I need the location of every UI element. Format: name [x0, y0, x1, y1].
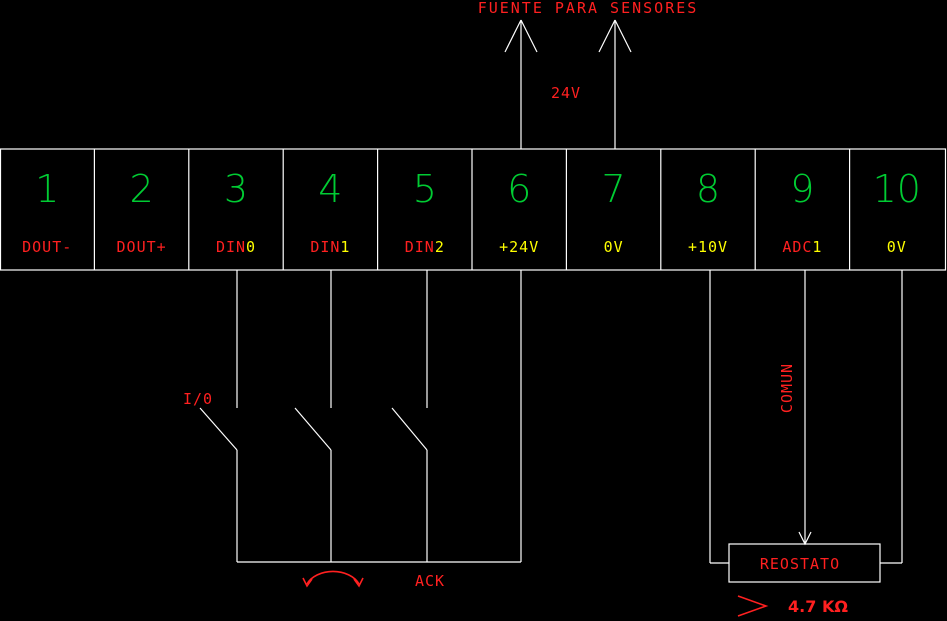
terminal-label-1: DOUT- [22, 238, 72, 256]
terminal-label-6: +24V [499, 238, 539, 256]
terminal-block-frame [0, 148, 947, 271]
terminal-number-4: 4 [318, 167, 342, 211]
terminal-label-3: DIN0 [216, 238, 256, 256]
switch-io-label: I/0 [183, 390, 213, 408]
terminal-label-8: +10V [688, 238, 728, 256]
terminal-number-7: 7 [602, 167, 626, 211]
supply-arrow-left [504, 19, 538, 149]
digital-input-wiring [199, 270, 522, 563]
ack-label: ACK [415, 572, 445, 590]
terminal-number-9: 9 [790, 167, 814, 211]
switch-din1 [294, 407, 332, 451]
terminal-number-2: 2 [130, 167, 154, 211]
analog-wiring [709, 270, 903, 564]
terminal-number-3: 3 [224, 167, 248, 211]
resistance-label: 4.7 KΩ [788, 597, 848, 616]
reostato-box [728, 543, 881, 583]
terminal-label-9: ADC1 [782, 238, 822, 256]
rotation-arrow-icon [302, 570, 364, 588]
terminal-label-4: DIN1 [310, 238, 350, 256]
supply-voltage-label: 24V [551, 84, 581, 102]
switch-din2 [391, 407, 428, 451]
terminal-number-6: 6 [507, 167, 531, 211]
supply-arrow-right [598, 19, 632, 149]
terminal-label-5: DIN2 [405, 238, 445, 256]
terminal-label-10: 0V [887, 238, 907, 256]
terminal-number-8: 8 [696, 167, 720, 211]
terminal-label-7: 0V [604, 238, 624, 256]
comun-label: COMUN [778, 363, 796, 413]
terminal-number-1: 1 [35, 167, 59, 211]
reostato-label: REOSTATO [760, 555, 840, 573]
switch-din0 [199, 407, 238, 451]
pointer-arrow-icon [737, 595, 769, 617]
terminal-number-10: 10 [873, 167, 921, 211]
terminal-number-5: 5 [413, 167, 437, 211]
terminal-label-2: DOUT+ [117, 238, 167, 256]
diagram-title: FUENTE PARA SENSORES [478, 0, 699, 17]
